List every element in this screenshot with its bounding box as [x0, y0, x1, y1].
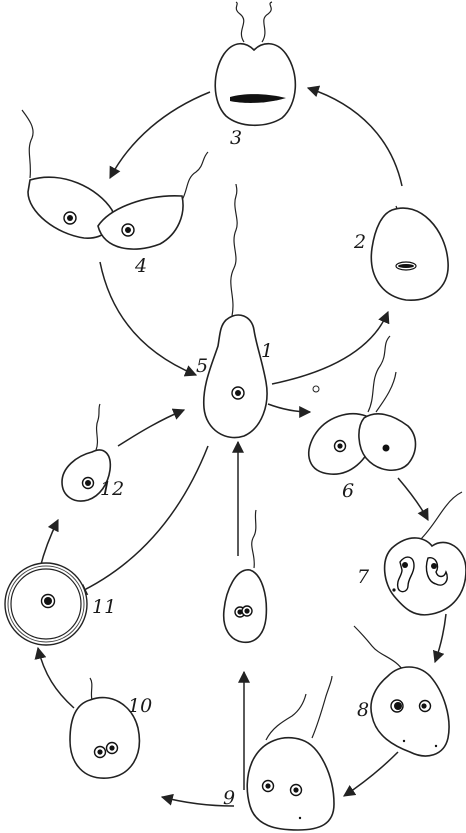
- stage-8-dot-1: [402, 739, 406, 743]
- stage-11-inner-wall: [10, 568, 82, 640]
- stage-9-upper-nucleolus-1: [237, 609, 243, 615]
- stage-3-flagellum-right: [261, 1, 273, 43]
- label-10: 10: [128, 695, 152, 717]
- label-4: 4: [134, 255, 147, 277]
- arrow-7-to-8: [432, 613, 447, 664]
- arrow-1-to-11: [74, 445, 209, 595]
- stage-3-flagellum-left: [235, 1, 245, 43]
- label-7: 7: [357, 566, 370, 588]
- stage-7-flagellum: [419, 491, 463, 541]
- stage-7-dot: [392, 588, 396, 592]
- stage-3-body: [214, 42, 297, 127]
- label-5: 5: [196, 355, 208, 377]
- stage-8-body: [370, 666, 450, 757]
- stage-1-cell: [202, 183, 268, 439]
- label-11: 11: [92, 596, 116, 618]
- stage-2-cell: [370, 205, 449, 301]
- stage-4-cells: [21, 109, 209, 250]
- stage-12-body: [61, 449, 112, 502]
- label-1: 1: [261, 340, 273, 362]
- stage-9-upper-cell: [222, 509, 268, 644]
- stage-4-flagellum-left: [21, 109, 34, 179]
- arrow-2-to-3: [306, 85, 403, 187]
- arrow-3-to-4: [109, 91, 211, 180]
- stage-9-bottom-cell: [246, 675, 335, 831]
- stage-8-nucleolus-left: [394, 702, 402, 710]
- label-6: 6: [342, 480, 354, 502]
- arrow-8-to-9: [343, 751, 399, 797]
- stage-12-cell: [61, 403, 112, 502]
- arrow-11-to-12: [39, 518, 59, 569]
- stage-6-cells: [308, 335, 417, 475]
- stage-7-nucleolus-right: [431, 563, 437, 569]
- stage-8-nucleolus-right: [421, 703, 427, 709]
- stage-9-flagellum-right: [311, 675, 333, 739]
- stage-9-nucleolus-right: [293, 787, 299, 793]
- stage-4-body-right: [97, 195, 184, 250]
- stage-9-nucleolus-left: [265, 783, 271, 789]
- stage-10-flagellum: [89, 677, 93, 701]
- stage-1-nucleolus: [235, 390, 241, 396]
- stage-6-nucleolus-left: [337, 443, 343, 449]
- stage-2-body: [370, 207, 449, 301]
- stage-11-nucleolus: [44, 597, 52, 605]
- arrow-9-to-10: [160, 793, 235, 807]
- stage-8-cell: [353, 625, 450, 757]
- label-2: 2: [353, 231, 366, 253]
- stage-7-nucleolus-left: [402, 562, 408, 568]
- stage-6-flagellum-1: [367, 335, 391, 413]
- stage-6-body-right: [358, 413, 417, 471]
- stage-4-nucleolus-right: [125, 227, 131, 233]
- stage-7-nucleus-left: [396, 556, 415, 593]
- stage-12-flagellum: [95, 403, 101, 451]
- stage-6-nucleus-right: [382, 444, 390, 452]
- stage-labels: 3 4 2 5 1 6 7 8 9 10 11 12: [92, 127, 370, 809]
- stage-8-dot-2: [434, 744, 438, 748]
- cycle-arrows: [34, 85, 447, 807]
- stage-4-nucleolus-left: [67, 215, 73, 221]
- stage-10-nucleolus-1: [97, 749, 103, 755]
- label-12: 12: [100, 478, 124, 500]
- stage-10-cell: [69, 677, 141, 779]
- label-9: 9: [223, 787, 235, 809]
- stage-8-flagellum: [353, 625, 405, 673]
- stage-7-cell: [383, 491, 466, 616]
- stage-10-body: [69, 696, 141, 779]
- label-3: 3: [230, 127, 242, 149]
- arrow-1-to-2: [271, 310, 390, 385]
- arrow-12-to-5: [117, 408, 186, 447]
- stage-7-body: [383, 537, 466, 616]
- stage-9-upper-flagellum: [251, 509, 257, 569]
- stage-9-upper-nucleolus-2: [244, 608, 250, 614]
- stage-1-body: [202, 314, 268, 439]
- stage-6-flagellum-2: [375, 371, 397, 413]
- arrow-1-to-6: [267, 403, 312, 418]
- arrow-4-to-5: [99, 261, 198, 377]
- stage-1-flagellum: [230, 183, 238, 317]
- stage-11-mid-wall: [7, 565, 85, 643]
- stage-3-cell: [214, 1, 297, 127]
- small-dot: [312, 385, 320, 393]
- stage-10-nucleolus-2: [109, 745, 115, 751]
- stage-4-flagellum-right: [181, 151, 209, 201]
- stage-9-dot: [298, 816, 302, 820]
- label-8: 8: [357, 699, 369, 721]
- stage-9-flagellum-left: [265, 693, 307, 741]
- stage-11-cyst: [4, 562, 88, 646]
- stage-12-nucleolus: [85, 480, 91, 486]
- arrow-6-to-7: [397, 477, 429, 522]
- stage-3-nucleus-band: [230, 94, 286, 103]
- arrow-10-to-11: [34, 646, 75, 709]
- stage-2-nucleus: [398, 264, 414, 268]
- stage-9-body: [246, 737, 335, 831]
